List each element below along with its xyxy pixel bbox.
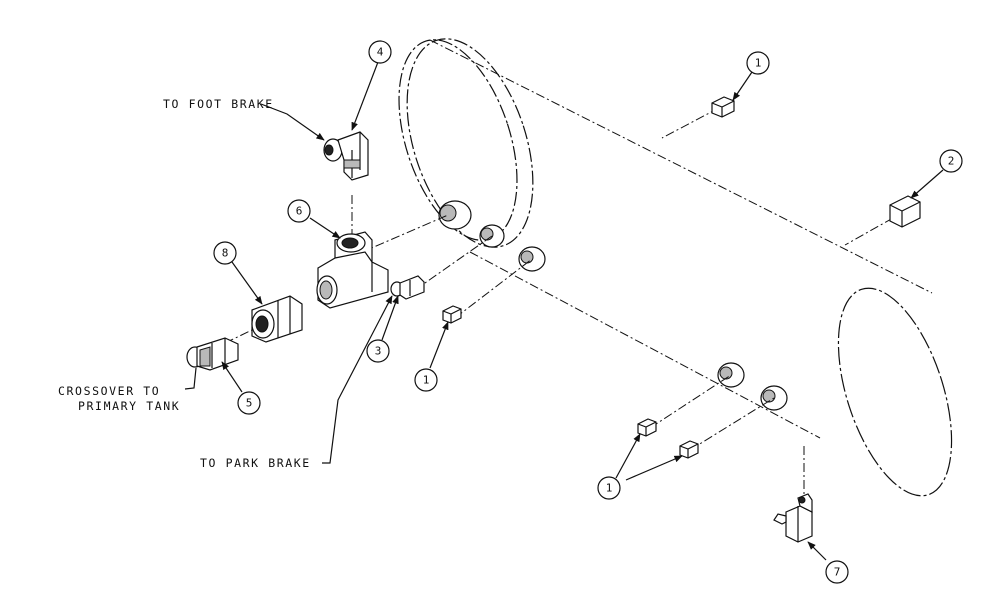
air-tank [398,38,953,497]
svg-text:2: 2 [948,155,955,168]
tank-port-2 [479,224,505,248]
plug-fitting-middle [442,305,462,324]
svg-text:8: 8 [222,247,229,260]
leader-lines [184,61,944,561]
plug-fitting-lower-left [637,418,657,437]
callout-6: 6 [287,199,311,223]
svg-text:6: 6 [296,205,303,218]
callout-1-middle: 1 [414,368,438,392]
svg-text:7: 7 [834,566,841,579]
callout-1-top: 1 [746,51,770,75]
svg-text:1: 1 [755,57,762,70]
label-to-park-brake: TO PARK BRAKE [200,456,311,470]
crossover-adapter-fitting [186,337,239,371]
label-crossover-line-1: CROSSOVER TO [58,384,160,398]
label-to-foot-brake: TO FOOT BRAKE [163,97,274,111]
plug-fitting-lower-right [679,440,699,459]
small-adapter-fitting [390,275,425,300]
hex-plug-right [889,195,921,228]
callout-4: 4 [368,40,392,64]
tee-fitting [316,231,389,309]
elbow-fitting [323,131,369,181]
callout-3: 3 [366,339,390,363]
hex-nut-fitting [251,295,303,343]
tank-port-4 [717,362,745,388]
svg-text:5: 5 [246,397,253,410]
svg-text:1: 1 [423,374,430,387]
callout-2: 2 [939,149,963,173]
callout-7: 7 [825,560,849,584]
plug-fitting-top [711,96,735,118]
callout-8: 8 [213,241,237,265]
label-crossover-line-2: PRIMARY TANK [78,399,180,413]
svg-text:3: 3 [375,345,382,358]
tank-port-5 [760,385,788,411]
svg-text:1: 1 [606,482,613,495]
tank-port-1 [438,200,472,230]
drain-valve [773,493,813,543]
svg-text:4: 4 [377,46,384,59]
callout-1-bottom: 1 [597,476,621,500]
callout-5: 5 [237,391,261,415]
